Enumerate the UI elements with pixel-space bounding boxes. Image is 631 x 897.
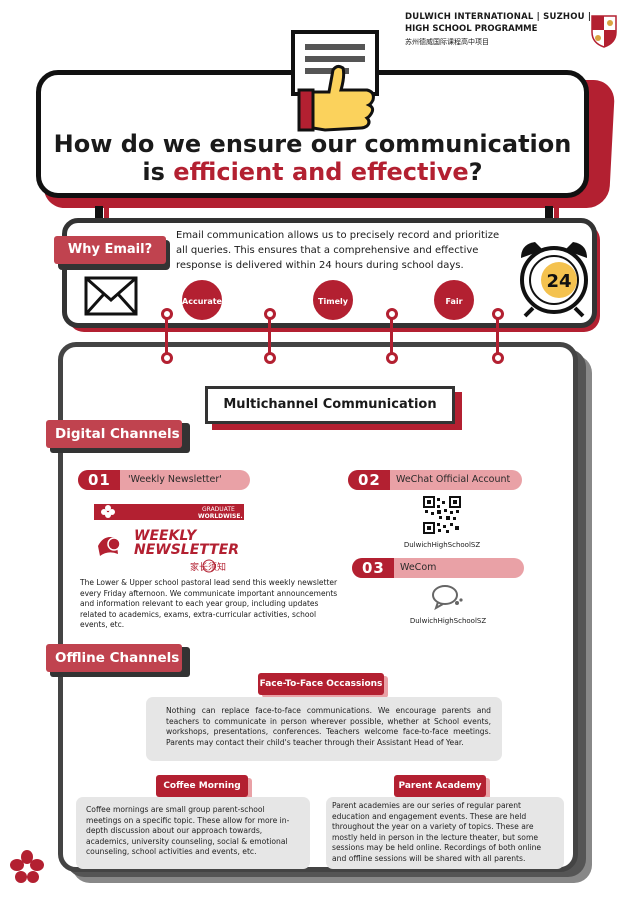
ring-dot-4-top [492,308,504,320]
clock-number: 24 [546,271,571,292]
title-line-2: is efficient and effective? [36,158,589,186]
title-line-2-suffix: ? [468,158,483,186]
item-02-label: WeChat Official Account [396,474,511,485]
item-03-label: WeCom [400,562,437,573]
programme-name: HIGH SCHOOL PROGRAMME [405,24,538,34]
title-line-1: How do we ensure our communication [53,130,572,158]
hanger-right-red [554,208,559,220]
brand-name: DULWICH INTERNATIONAL | SUZHOU | [405,12,592,22]
wecom-handle: DulwichHighSchoolSZ [409,617,487,625]
newsletter-description: The Lower & Upper school pastoral lead s… [80,578,338,629]
ring-dot-3-over [386,352,398,364]
board-title: Multichannel Communication [205,386,455,424]
newsletter-logo-cn: 家长须知 [190,561,226,573]
ring-connector-1 [165,312,168,358]
dulwich-flower-icon [10,850,44,883]
coffee-morning-tag: Coffee Morning [156,775,248,797]
ring-connector-3 [390,312,393,358]
newsletter-logo-worldwise: WORLDWISE. [198,513,243,520]
face-to-face-text: Nothing can replace face-to-face communi… [146,697,502,761]
ring-dot-1-top [161,308,173,320]
title-line-2-prefix: is [142,158,174,186]
coffee-morning-text: Coffee mornings are small group parent-s… [76,797,310,869]
item-02-bar [348,470,522,490]
ring-connector-2-over [268,340,271,358]
ring-connector-1-over [165,340,168,358]
item-01-number: 01 [78,470,120,490]
wecom-icon [432,585,463,611]
ring-dot-2-over [264,352,276,364]
thumbs-up-icon [291,30,379,132]
offline-channels-tag: Offline Channels [46,644,182,672]
hanger-left [95,206,103,220]
ring-connector-3-over [390,340,393,358]
qr-code-icon [423,496,461,534]
item-03-number: 03 [352,558,394,578]
newsletter-logo-newsletter: NEWSLETTER [134,542,239,558]
newsletter-logo-weekly: WEEKLY [134,528,198,544]
school-crest-icon [591,15,617,48]
pill-timely: Timely [311,278,355,322]
ring-dot-4-over [492,352,504,364]
digital-channels-tag: Digital Channels [46,420,182,448]
ring-dot-3-top [386,308,398,320]
parent-academy-text: Parent academies are our series of regul… [326,797,564,869]
pill-fair: Fair [432,278,476,322]
item-02-number: 02 [348,470,390,490]
item-03-bar [352,558,524,578]
why-email-tag: Why Email? [54,236,166,264]
ring-connector-4 [496,312,499,358]
title-highlight: efficient and effective [173,158,469,186]
item-01-label: 'Weekly Newsletter' [128,474,222,485]
hanger-left-red [104,208,109,220]
face-to-face-tag: Face-To-Face Occassions [258,673,384,695]
newsletter-logo-graduate: GRADUATE [202,506,235,513]
alarm-clock-icon: 24 [520,242,588,318]
wechat-handle: DulwichHighSchoolSZ [403,541,481,549]
why-email-text: Email communication allows us to precise… [176,230,500,271]
ring-dot-2-top [264,308,276,320]
weekly-newsletter-logo: GRADUATE WORLDWISE. WEEKLY NEWSLETTER 家长… [94,504,244,573]
item-01-bar [78,470,250,490]
envelope-icon [84,276,138,316]
hanger-right [545,206,553,220]
parent-academy-tag: Parent Academy [394,775,486,797]
ring-dot-1-over [161,352,173,364]
programme-name-cn: 苏州德威国际课程高中项目 [405,38,489,46]
ring-connector-2 [268,312,271,358]
ring-connector-4-over [496,340,499,358]
pill-accurate: Accurate [180,278,224,322]
page-title: How do we ensure our communication is ef… [36,130,589,186]
